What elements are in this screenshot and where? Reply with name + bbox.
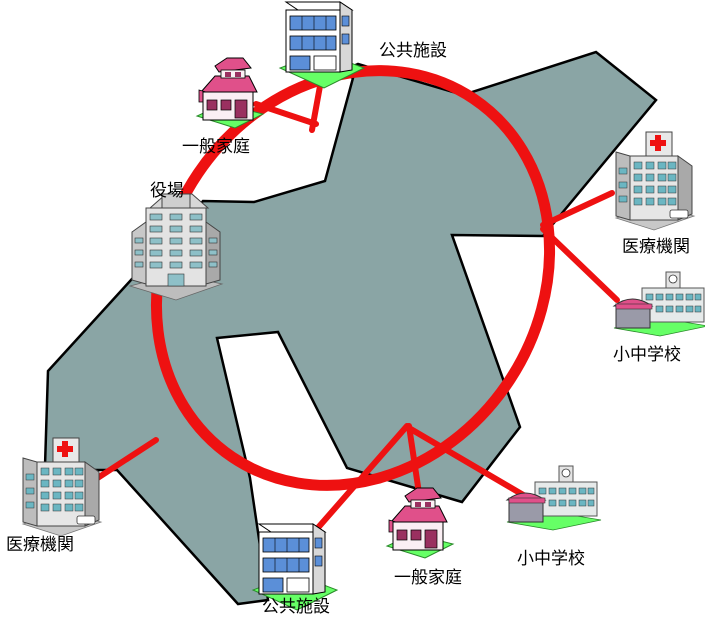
label-household-bottom: 一般家庭 — [394, 568, 462, 588]
label-public-facility-bottom: 公共施設 — [262, 597, 330, 617]
label-household-top: 一般家庭 — [182, 137, 250, 157]
label-town-office: 役場 — [150, 181, 184, 201]
school-icon-right — [613, 271, 705, 337]
link-medical-left — [90, 437, 159, 484]
ring-network — [150, 65, 556, 491]
label-medical-right: 医療機関 — [622, 237, 690, 257]
hospital-icon-right — [615, 131, 695, 231]
house-icon-bottom — [386, 487, 454, 559]
link-school-bottom — [406, 425, 528, 499]
label-school-bottom: 小中学校 — [517, 549, 585, 569]
label-public-facility-top: 公共施設 — [379, 41, 447, 61]
house-icon-top — [196, 57, 264, 129]
school-icon-bottom — [506, 465, 602, 531]
municipal-area — [43, 50, 658, 606]
link-medical-right — [540, 190, 615, 228]
label-medical-left: 医療機関 — [6, 535, 74, 555]
label-school-right: 小中学校 — [613, 345, 681, 365]
link-school-right — [540, 226, 620, 303]
